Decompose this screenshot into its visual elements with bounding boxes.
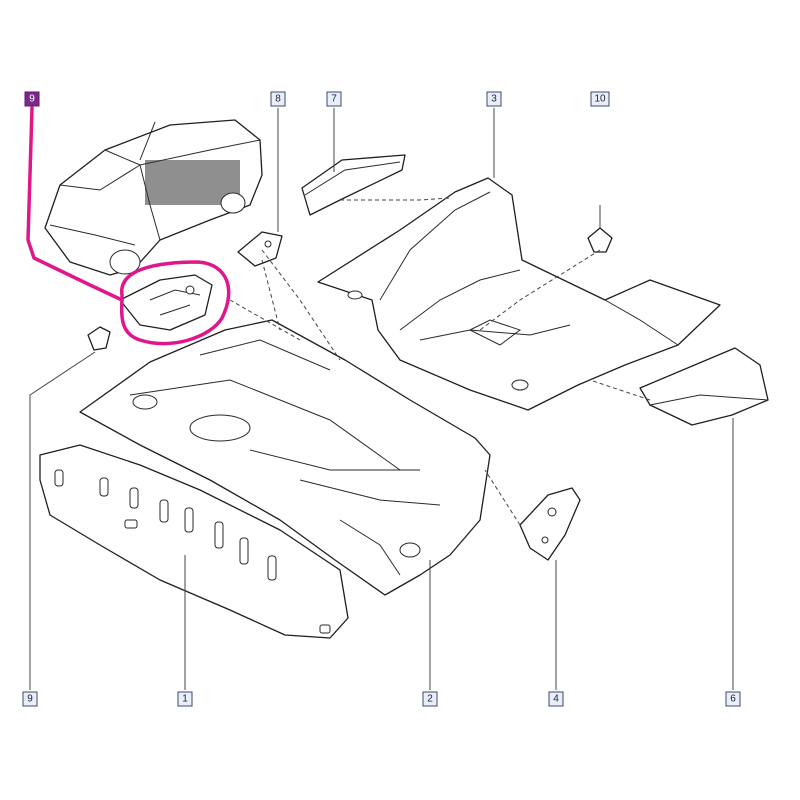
part-2-rear-floor [79,319,491,596]
callout-3-label: 3 [491,94,497,105]
callout-6: 6 [725,691,741,707]
callout-7-label: 7 [331,94,337,105]
callout-9-top: 9 [24,91,40,107]
callout-8-label: 8 [275,94,281,105]
callout-9-bottom-label: 9 [27,694,33,705]
callout-1: 1 [177,691,193,707]
callout-leaders [29,108,734,690]
part-7-strip [301,154,406,216]
assembly-leaders [229,197,651,526]
callout-2-label: 2 [427,694,433,705]
part-4-bracket [519,487,581,561]
callout-3: 3 [486,91,502,107]
callout-9-top-label: 9 [29,94,35,105]
callout-6-label: 6 [730,694,736,705]
part-9-bracket [119,274,213,331]
part-1-rear-panel [39,444,349,639]
part-3-front-floor [317,177,721,411]
callout-10: 10 [590,91,610,107]
callout-2: 2 [422,691,438,707]
callout-7: 7 [326,91,342,107]
highlight-ring [119,260,231,346]
part-9-clip [87,326,111,351]
callout-4: 4 [548,691,564,707]
highlight-leader [26,106,124,302]
callout-1-label: 1 [182,694,188,705]
part-10-stud [587,205,613,253]
callout-10-label: 10 [594,94,606,105]
callout-4-label: 4 [553,694,559,705]
part-6-plate [639,347,769,426]
callout-8: 8 [270,91,286,107]
part-8-bracket [237,231,283,267]
callout-9-bottom: 9 [22,691,38,707]
car-overview [44,119,263,276]
